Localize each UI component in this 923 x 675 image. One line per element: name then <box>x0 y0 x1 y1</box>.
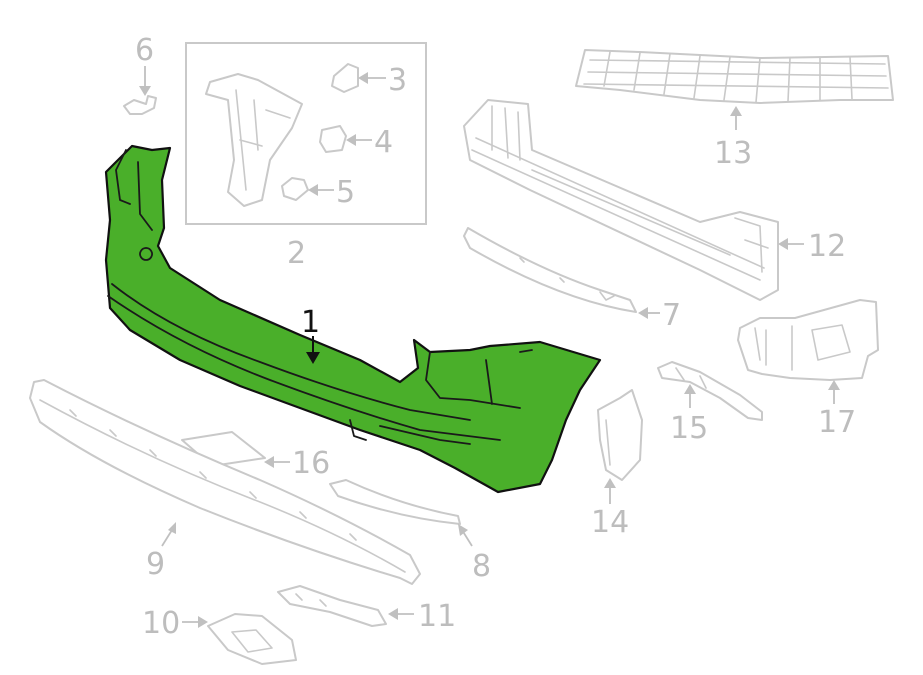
kit-2-box <box>185 42 427 225</box>
callout-15: 15 <box>670 411 708 446</box>
callout-4: 4 <box>374 125 393 160</box>
callout-11: 11 <box>418 599 456 634</box>
part-9-valance[interactable] <box>29 379 421 585</box>
callout-16: 16 <box>292 446 330 481</box>
part-13-absorber[interactable] <box>575 49 894 104</box>
part-10-cover[interactable] <box>207 613 297 665</box>
part-7-strip[interactable] <box>463 227 637 313</box>
part-15-bracket[interactable] <box>657 361 763 421</box>
part-14-side-panel[interactable] <box>597 389 643 481</box>
part-1-bumper-cover[interactable] <box>104 144 602 494</box>
callout-5: 5 <box>336 175 355 210</box>
part-4-clip[interactable] <box>319 125 347 153</box>
part-11-trim[interactable] <box>277 585 387 627</box>
part-17-bracket[interactable] <box>737 299 879 381</box>
callout-12: 12 <box>808 229 846 264</box>
callout-10: 10 <box>142 606 180 641</box>
part-12-reinforcement-bar[interactable] <box>463 99 779 301</box>
callout-13: 13 <box>714 136 752 171</box>
callout-7: 7 <box>662 298 681 333</box>
part-8-trim[interactable] <box>329 479 461 525</box>
part-3-clip[interactable] <box>331 63 359 93</box>
part-5-clip[interactable] <box>281 177 309 201</box>
callout-2: 2 <box>287 236 306 271</box>
part-6-bolt[interactable] <box>123 95 157 115</box>
callout-1: 1 <box>301 305 320 340</box>
callout-9: 9 <box>146 547 165 582</box>
callout-8: 8 <box>472 549 491 584</box>
part-2-bracket[interactable] <box>205 73 303 207</box>
callout-17: 17 <box>818 405 856 440</box>
callout-3: 3 <box>388 63 407 98</box>
callout-14: 14 <box>591 505 629 540</box>
callout-6: 6 <box>135 33 154 68</box>
